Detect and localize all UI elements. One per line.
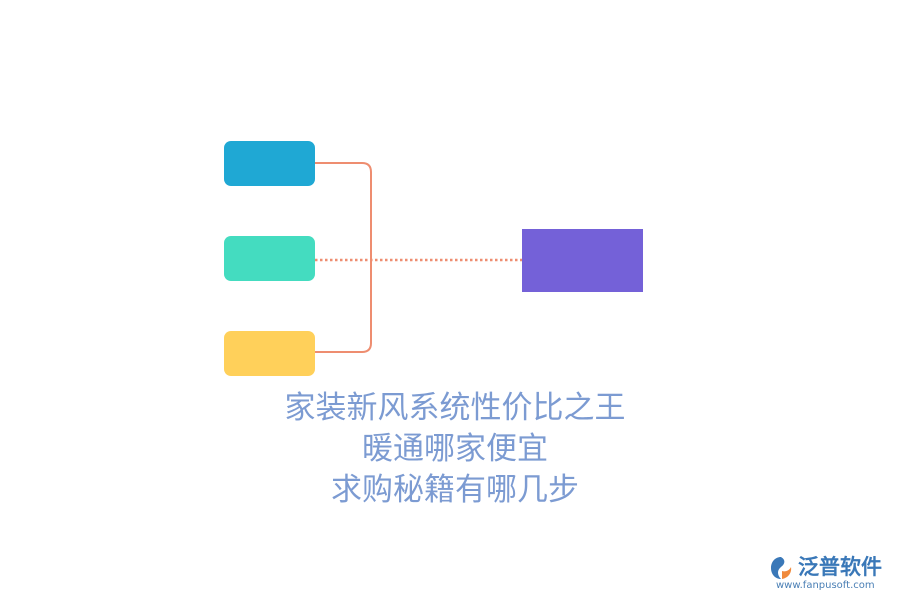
caption: 家装新风系统性价比之王 暖通哪家便宜 求购秘籍有哪几步	[200, 388, 710, 511]
node-teal	[224, 236, 315, 281]
caption-line: 求购秘籍有哪几步	[331, 472, 579, 508]
bracket-connector	[315, 162, 372, 353]
caption-line: 家装新风系统性价比之王	[284, 390, 626, 426]
node-blue	[224, 141, 315, 186]
brand-name: 泛普软件	[798, 555, 882, 579]
brand-url: www.fanpusoft.com	[776, 580, 875, 591]
caption-line: 暖通哪家便宜	[362, 431, 548, 467]
brand-watermark: 泛普软件 www.fanpusoft.com	[768, 553, 893, 593]
node-yellow	[224, 331, 315, 376]
target-box	[522, 229, 643, 292]
fanpu-logo-icon	[771, 557, 792, 579]
